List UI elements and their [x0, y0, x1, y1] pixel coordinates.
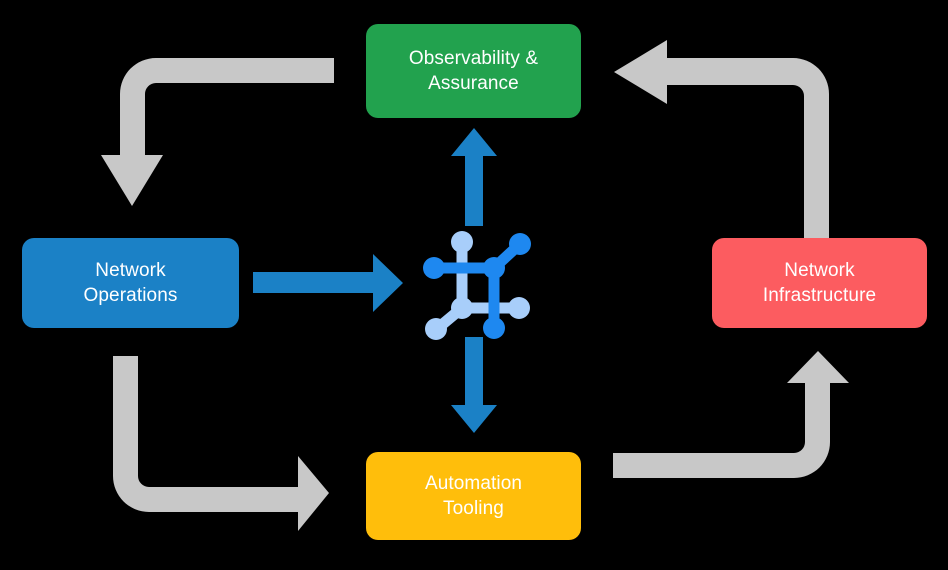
arrow-operations-to-center — [253, 254, 403, 312]
mesh-node-bottom-hub — [483, 317, 505, 339]
node-operations-label-line-1: Network — [95, 259, 166, 281]
node-network-operations[interactable]: Network Operations — [22, 238, 239, 328]
node-automation-tooling[interactable]: Automation Tooling — [366, 452, 581, 540]
node-infrastructure-label-line-1: Network — [784, 259, 855, 281]
arrow-automation-to-infrastructure — [613, 351, 849, 478]
node-observability-assurance[interactable]: Observability & Assurance — [366, 24, 581, 118]
node-observability-label-line-2: Assurance — [428, 73, 519, 94]
node-automation-label-line-1: Automation — [424, 472, 523, 494]
mesh-node-right-leaf — [508, 297, 530, 319]
node-infrastructure-label-line-2: Infrastructure — [762, 285, 877, 306]
mesh-node-left-hub — [423, 257, 445, 279]
arrow-center-to-observability — [451, 128, 497, 226]
node-operations-label-line-2: Operations — [83, 285, 178, 306]
arrow-center-to-automation — [451, 337, 497, 433]
network-mesh-icon — [423, 231, 531, 340]
mesh-node-top-left-leaf — [451, 231, 473, 253]
mesh-node-bottom-left-hub — [451, 297, 473, 319]
node-network-infrastructure[interactable]: Network Infrastructure — [712, 238, 927, 328]
node-automation-label-line-2: Tooling — [443, 498, 504, 519]
arrow-observability-to-operations — [101, 58, 334, 206]
mesh-node-bottom-left-leaf — [425, 318, 447, 340]
mesh-node-top-right-hub — [483, 257, 505, 279]
arrow-operations-to-automation — [113, 356, 329, 531]
arrow-infrastructure-to-observability — [614, 40, 829, 238]
mesh-node-top-right-leaf — [509, 233, 531, 255]
node-observability-label-line-1: Observability & — [408, 47, 539, 69]
